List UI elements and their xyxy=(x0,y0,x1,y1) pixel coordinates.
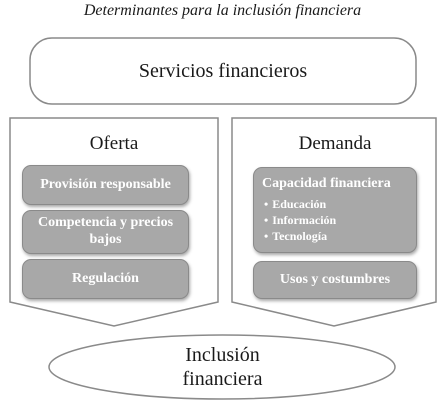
inclusion-line1: Inclusión xyxy=(185,344,260,366)
inclusion-label: Inclusión financiera xyxy=(50,337,395,397)
list-item: Educación xyxy=(264,196,408,212)
regulacion-label: Regulación xyxy=(72,270,139,286)
oferta-heading: Oferta xyxy=(89,133,139,154)
servicios-label: Servicios financieros xyxy=(138,59,308,82)
usos-label: Usos y costumbres xyxy=(279,271,391,287)
capacidad-label: Capacidad financiera xyxy=(262,176,391,191)
diagram-title: Determinantes para la inclusión financie… xyxy=(83,2,362,19)
list-item: Tecnología xyxy=(264,228,408,244)
inclusion-line2: financiera xyxy=(182,368,263,390)
regulacion-box: Regulación xyxy=(22,259,189,299)
capacidad-list: Educación Información Tecnología xyxy=(262,196,408,244)
competencia-label: Competencia y precios bajos xyxy=(37,215,174,247)
list-item: Información xyxy=(264,212,408,228)
competencia-box: Competencia y precios bajos xyxy=(22,210,189,254)
servicios-box xyxy=(29,37,417,105)
provision-label: Provisión responsable xyxy=(40,176,171,192)
usos-box: Usos y costumbres xyxy=(253,261,417,299)
provision-box: Provisión responsable xyxy=(22,165,189,205)
capacidad-box: Capacidad financiera Educación Informaci… xyxy=(253,167,417,253)
inclusion-ellipse xyxy=(48,334,396,400)
demanda-heading: Demanda xyxy=(298,133,372,154)
